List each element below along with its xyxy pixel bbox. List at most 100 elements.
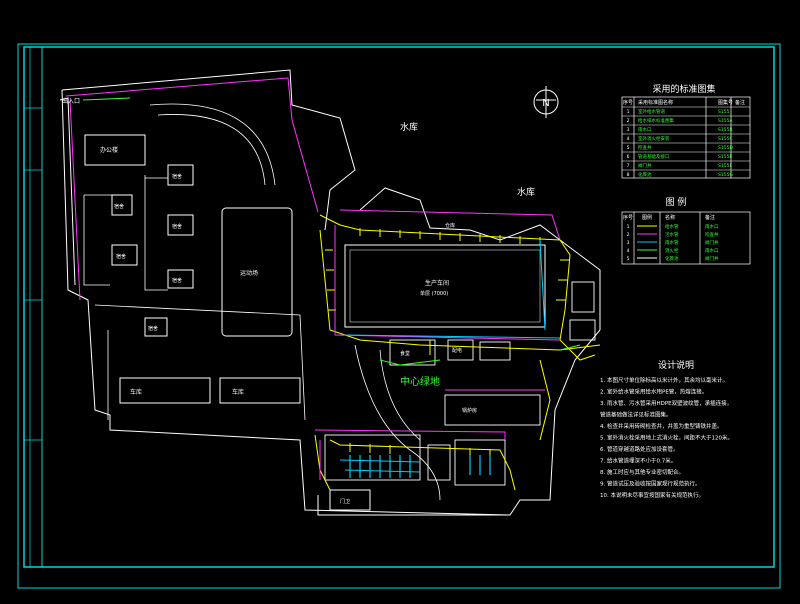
label-main-sub: 单层 (7000) bbox=[420, 290, 448, 297]
building-group-left bbox=[84, 134, 371, 511]
label-office: 办公楼 bbox=[100, 146, 118, 154]
rain-drops bbox=[349, 455, 491, 478]
legend-title: 图 例 bbox=[666, 196, 687, 208]
north-label: N bbox=[542, 98, 549, 109]
note-line: 9. 管道试压及验收按国家现行规范执行。 bbox=[600, 480, 701, 488]
legend-cell: 阀门井 bbox=[705, 239, 719, 246]
building-group-lower bbox=[324, 281, 596, 486]
std-cell: S155A bbox=[718, 118, 733, 124]
note-line: 8. 施工时应与其他专业密切配合。 bbox=[600, 468, 684, 476]
roads bbox=[94, 103, 441, 501]
center-green-label: 中心绿地 bbox=[400, 375, 440, 388]
drawing-frame bbox=[17, 43, 781, 589]
legend-cell: 1 bbox=[627, 224, 630, 230]
legend-cell: 污水管 bbox=[665, 231, 679, 238]
site-boundary bbox=[59, 69, 601, 516]
water-label-2: 水库 bbox=[517, 186, 535, 198]
std-cell: S155 bbox=[718, 109, 730, 115]
note-line: 1. 本图尺寸单位除标高以米计外，其余均以毫米计。 bbox=[600, 376, 728, 384]
notes-title: 设计说明 bbox=[658, 359, 694, 371]
std-cell: 管道基础及接口 bbox=[638, 153, 670, 160]
std-cell: 阀门井 bbox=[638, 162, 652, 169]
design-notes: 设计说明 1. 本图尺寸单位除标高以米计外，其余均以毫米计。 2. 室外给水管采用… bbox=[600, 359, 733, 499]
garage-1 bbox=[119, 377, 211, 404]
legend-header-cell: 图例 bbox=[642, 214, 652, 221]
legend-cell: 化粪池 bbox=[665, 255, 679, 262]
building-dorm-1 bbox=[167, 164, 194, 186]
legend-cell: 2 bbox=[627, 232, 630, 238]
legend-cell: 雨水口 bbox=[705, 223, 719, 230]
legend-cell: 阀门井 bbox=[705, 255, 719, 262]
building-connectors bbox=[83, 175, 168, 291]
label-b4: 宿舍 bbox=[172, 223, 182, 230]
label-power: 配电 bbox=[452, 347, 462, 354]
building-dorm-5 bbox=[167, 269, 194, 289]
note-line: 4. 检查井采用砖砌检查井，井盖为重型铸铁井盖。 bbox=[600, 422, 723, 430]
std-cell: 8 bbox=[627, 172, 630, 178]
note-line: 7. 给水管道埋深不小于0.7米。 bbox=[600, 457, 676, 465]
std-cell: S155G bbox=[718, 172, 733, 178]
std-cell: 室外给水管道 bbox=[638, 108, 665, 115]
legend-header-cell: 名称 bbox=[665, 214, 675, 221]
legend-cell: 3 bbox=[627, 240, 630, 246]
std-cell: S155B bbox=[718, 127, 733, 133]
legend-header-cell: 序号 bbox=[623, 214, 633, 221]
label-sports: 运动场 bbox=[240, 269, 258, 277]
std-cell: 检查井 bbox=[638, 144, 652, 151]
standard-table-title: 采用的标准图集 bbox=[652, 83, 715, 95]
property-line bbox=[65, 77, 561, 301]
label-main: 生产车间 bbox=[425, 279, 449, 287]
label-gate: 门卫 bbox=[340, 498, 350, 505]
water-supply-network bbox=[314, 214, 601, 491]
garage-2 bbox=[219, 377, 301, 404]
building-dorm-2 bbox=[111, 194, 133, 216]
std-cell: 6 bbox=[627, 154, 630, 160]
std-cell: S155E bbox=[718, 154, 732, 160]
sports-field bbox=[221, 207, 293, 337]
green-area bbox=[82, 97, 581, 366]
std-cell: 4 bbox=[627, 136, 630, 142]
building-office bbox=[84, 134, 146, 166]
std-header-cell: 序号 bbox=[623, 99, 633, 106]
label-b2: 宿舍 bbox=[172, 173, 182, 180]
label-warehouse: 仓库 bbox=[445, 222, 455, 229]
label-garage-2: 车库 bbox=[232, 388, 244, 396]
legend-header-cell: 备注 bbox=[705, 214, 715, 221]
label-b7: 宿舍 bbox=[148, 325, 158, 332]
note-line: 2. 室外给水管采用给水用PE管，热熔连接。 bbox=[600, 388, 707, 396]
note-line: 10. 本说明未尽事宜按国家有关规范执行。 bbox=[600, 491, 704, 499]
std-cell: 1 bbox=[627, 109, 630, 115]
entrance-label: 出入口 bbox=[62, 97, 80, 105]
legend-cell: 消火栓 bbox=[665, 247, 679, 254]
label-b6: 宿舍 bbox=[172, 277, 182, 284]
label-b3: 宿舍 bbox=[114, 203, 124, 210]
std-cell: S155D bbox=[718, 145, 733, 151]
std-header-cell: 图集号 bbox=[718, 99, 733, 106]
std-cell: 室外消火栓安装 bbox=[638, 135, 670, 142]
std-cell: 化粪池 bbox=[638, 171, 652, 178]
std-cell: 7 bbox=[627, 163, 630, 169]
main-building bbox=[344, 244, 546, 328]
note-line: 6. 管道穿越道路处应加设套管。 bbox=[600, 445, 679, 453]
building-dorm-4 bbox=[111, 244, 138, 266]
label-boiler: 锅炉房 bbox=[462, 407, 477, 414]
legend-cell: 给水管 bbox=[665, 223, 679, 230]
gate-house bbox=[329, 489, 371, 511]
building-dorm-3 bbox=[167, 214, 194, 236]
note-line: 5. 室外消火栓采用地上式消火栓，间距不大于120米。 bbox=[600, 434, 733, 442]
note-line: 3. 雨水管、污水管采用HDPE双壁波纹管，承插连接， bbox=[600, 399, 732, 407]
label-b5: 宿舍 bbox=[116, 253, 126, 260]
std-header-cell: 备注 bbox=[735, 99, 745, 106]
std-cell: 3 bbox=[627, 127, 630, 133]
legend-cell: 雨水管 bbox=[665, 239, 679, 246]
std-cell: 2 bbox=[627, 118, 630, 124]
legend-cell: 5 bbox=[627, 256, 630, 262]
legend-cell: 雨水口 bbox=[705, 247, 719, 254]
std-cell: 5 bbox=[627, 145, 630, 151]
note-line: 管道基础做法详见标准图集。 bbox=[600, 411, 672, 419]
std-cell: 给水排水标准图集 bbox=[638, 117, 674, 124]
label-canteen: 食堂 bbox=[400, 350, 410, 357]
